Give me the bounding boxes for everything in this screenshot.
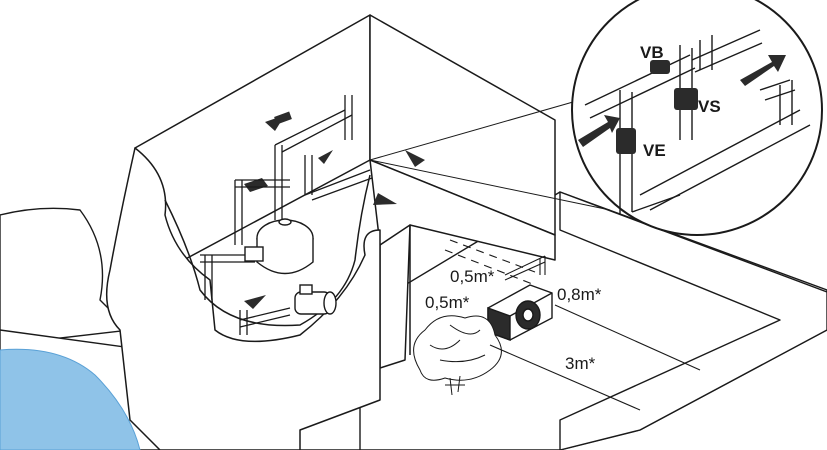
valve-labels: VB VS VE — [640, 43, 721, 160]
detail-magnifier — [571, 0, 823, 236]
distance-side-label: 0,8m* — [557, 285, 602, 304]
valve-vb-label: VB — [640, 43, 664, 62]
room-arrows — [244, 111, 425, 309]
distance-labels: 0,5m* 0,5m* 0,8m* 3m* — [425, 267, 602, 373]
room-piping — [200, 95, 373, 335]
distance-wall-lower-label: 0,5m* — [425, 293, 470, 312]
detail-zoom-lines — [369, 99, 611, 211]
distance-front-label: 3m* — [565, 354, 596, 373]
valve-ve-label: VE — [643, 141, 666, 160]
pool-water — [0, 348, 141, 450]
pool-pump — [294, 284, 337, 315]
technical-room — [105, 14, 556, 450]
filter-tank — [244, 218, 314, 275]
valve-vs-label: VS — [698, 97, 721, 116]
clearance-lines — [444, 239, 701, 411]
heat-pump-unit — [487, 284, 553, 341]
shrub — [413, 315, 502, 396]
distance-wall-upper-label: 0,5m* — [450, 267, 495, 286]
